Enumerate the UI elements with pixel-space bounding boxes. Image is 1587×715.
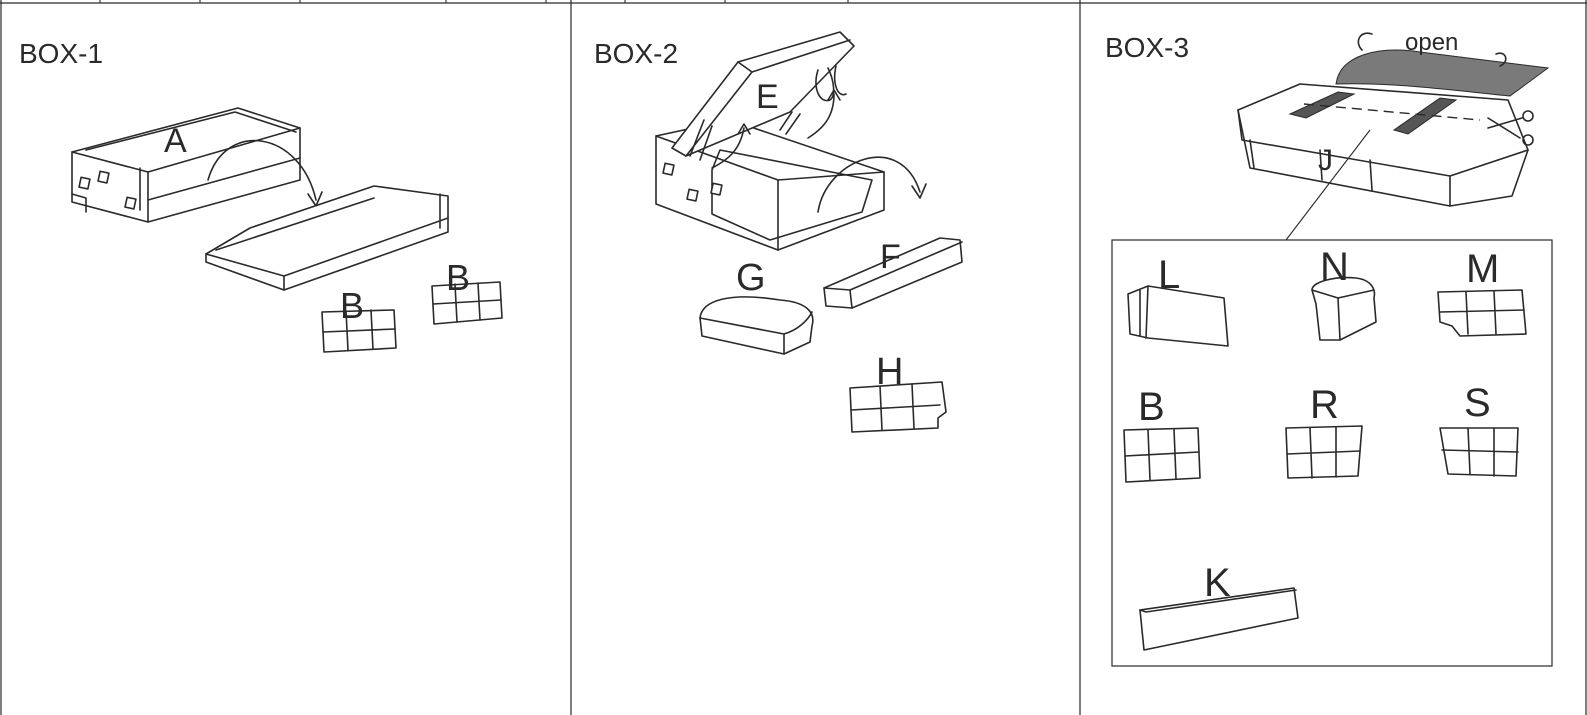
cushion-b-3 xyxy=(1124,428,1200,482)
part-label-j: J xyxy=(1318,144,1333,177)
cushion-s xyxy=(1440,428,1518,476)
part-label-n: N xyxy=(1320,245,1349,289)
box-1-title: BOX-1 xyxy=(19,38,103,69)
open-label: open xyxy=(1405,29,1458,56)
part-label-l: L xyxy=(1158,253,1180,297)
box-1-panel: BOX-1 A B xyxy=(19,38,502,352)
sofa-seat-frame xyxy=(206,186,448,290)
part-label-b-3: B xyxy=(1138,385,1165,429)
package-box xyxy=(1238,33,1548,240)
box-2-panel: BOX-2 E xyxy=(594,32,962,432)
part-label-b-1: B xyxy=(446,257,470,298)
box-3-panel: BOX-3 open J xyxy=(1105,29,1552,666)
part-label-b-2: B xyxy=(340,285,364,326)
part-label-e: E xyxy=(756,78,779,116)
part-label-f: F xyxy=(880,238,901,276)
part-label-h: H xyxy=(876,351,903,393)
sofa-base-a xyxy=(72,108,322,222)
part-label-s: S xyxy=(1464,381,1491,425)
part-label-m: M xyxy=(1466,247,1499,291)
cushion-g xyxy=(700,297,813,354)
cushion-r xyxy=(1286,426,1362,478)
storage-bed-base xyxy=(656,32,926,250)
part-label-k: K xyxy=(1204,561,1231,605)
part-label-r: R xyxy=(1310,383,1339,427)
part-label-g: G xyxy=(736,257,766,299)
part-label-a: A xyxy=(164,122,187,160)
box-2-title: BOX-2 xyxy=(594,38,678,69)
box-3-title: BOX-3 xyxy=(1105,32,1189,63)
cushion-m xyxy=(1438,290,1526,336)
